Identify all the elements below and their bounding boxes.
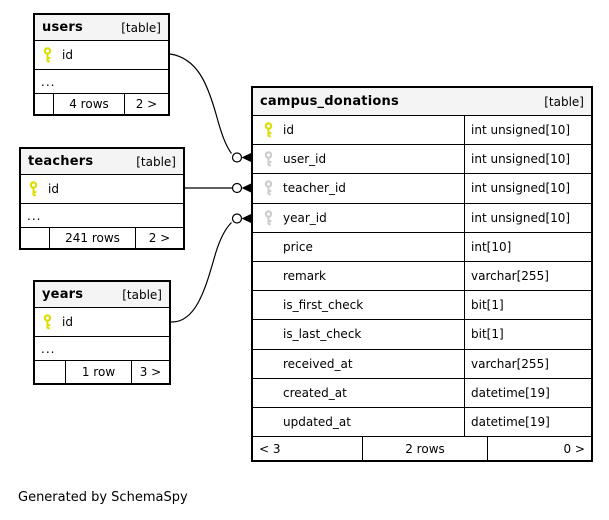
column-type: int unsigned[10] — [464, 174, 591, 203]
key-spacer — [263, 414, 274, 430]
column-type: bit[1] — [464, 320, 591, 349]
table-campus-donations-header[interactable]: campus_donations [table] — [253, 88, 591, 116]
column-row-id: id — [21, 175, 183, 203]
column-name: updated_at — [283, 414, 351, 429]
column-name: id — [48, 182, 59, 196]
column-type: varchar[255] — [464, 261, 591, 291]
outgoing-relations-count: 0 > — [487, 437, 591, 461]
table-footer: 241 rows 2 > — [21, 227, 183, 248]
table-title: teachers — [28, 154, 94, 169]
zero-or-one-dot-icon — [231, 182, 243, 194]
related-count: 3 > — [131, 361, 169, 383]
table-type-tag: [table] — [136, 154, 176, 169]
column-type: bit[1] — [464, 291, 591, 320]
more-columns-indicator: ... — [35, 336, 169, 360]
table-users[interactable]: users [table] id ... 4 rows 2 > — [33, 13, 170, 116]
primary-key-icon — [42, 314, 53, 330]
table-footer: < 3 2 rows 0 > — [253, 436, 591, 461]
column-name: price — [283, 239, 313, 254]
table-type-tag: [table] — [121, 20, 161, 35]
column-type: int unsigned[10] — [464, 203, 591, 232]
table-title: users — [42, 20, 83, 35]
column-name: received_at — [283, 356, 353, 371]
column-type: int unsigned[10] — [464, 116, 591, 145]
column-name: id — [62, 48, 73, 62]
table-footer: 1 row 3 > — [35, 360, 169, 383]
incoming-relations-count: < 3 — [259, 441, 281, 456]
row-count: 4 rows — [53, 94, 124, 114]
column-row-received-at: received_at varchar[255] — [253, 349, 591, 379]
column-row-updated-at: updated_at datetime[19] — [253, 407, 591, 437]
primary-key-icon — [28, 181, 39, 197]
column-type: varchar[255] — [464, 349, 591, 378]
column-name: user_id — [283, 152, 327, 167]
table-type-tag: [table] — [122, 287, 162, 302]
zero-or-one-dot-icon — [231, 213, 243, 224]
table-years-header[interactable]: years [table] — [35, 282, 169, 308]
more-columns-indicator: ... — [35, 69, 168, 93]
primary-key-icon — [42, 47, 53, 63]
relationship-users-user-id — [169, 53, 251, 163]
key-spacer — [263, 326, 274, 342]
column-row-is-last-check: is_last_check bit[1] — [253, 320, 591, 350]
column-name: id — [62, 315, 73, 329]
column-row-year-id: year_id int unsigned[10] — [253, 203, 591, 233]
column-row-id: id — [35, 308, 169, 336]
key-spacer — [263, 356, 274, 372]
related-count: 2 > — [124, 94, 168, 114]
row-count: 2 rows — [362, 437, 487, 461]
table-years[interactable]: years [table] id ... 1 row 3 > — [33, 280, 171, 385]
column-row-teacher-id: teacher_id int unsigned[10] — [253, 174, 591, 204]
key-spacer — [263, 297, 274, 313]
column-row-price: price int[10] — [253, 232, 591, 262]
column-name: remark — [283, 269, 326, 284]
generated-by-note: Generated by SchemaSpy — [18, 490, 188, 505]
column-row-id: id int unsigned[10] — [253, 116, 591, 146]
arrowhead-icon — [241, 183, 251, 193]
column-row-remark: remark varchar[255] — [253, 261, 591, 292]
key-spacer — [263, 239, 274, 255]
column-name: year_id — [283, 210, 327, 225]
zero-or-one-dot-icon — [231, 152, 243, 163]
column-row-is-first-check: is_first_check bit[1] — [253, 291, 591, 321]
key-spacer — [263, 385, 274, 401]
row-count: 241 rows — [49, 228, 135, 248]
table-type-tag: [table] — [544, 94, 584, 109]
key-spacer — [263, 268, 274, 284]
foreign-key-icon — [263, 151, 274, 167]
table-users-header[interactable]: users [table] — [35, 15, 168, 41]
table-title: years — [42, 287, 84, 302]
footer-spacer — [21, 228, 49, 248]
column-type: int[10] — [464, 232, 591, 261]
column-row-created-at: created_at datetime[19] — [253, 378, 591, 408]
table-campus-donations[interactable]: campus_donations [table] id int unsigned… — [251, 86, 593, 462]
row-count: 1 row — [65, 361, 131, 383]
column-name: is_first_check — [283, 298, 364, 313]
column-type: datetime[19] — [464, 378, 591, 407]
arrowhead-icon — [241, 153, 251, 162]
related-count: 2 > — [135, 228, 183, 248]
column-name: is_last_check — [283, 327, 362, 342]
table-title: campus_donations — [260, 94, 399, 109]
footer-spacer — [35, 361, 65, 383]
arrowhead-icon — [241, 214, 251, 223]
column-name: teacher_id — [283, 181, 346, 196]
column-name: created_at — [283, 385, 347, 400]
column-name: id — [283, 123, 294, 138]
table-teachers-header[interactable]: teachers [table] — [21, 149, 183, 175]
relationship-teachers-teacher-id — [185, 182, 251, 194]
more-columns-indicator: ... — [21, 203, 183, 227]
foreign-key-icon — [263, 209, 274, 226]
foreign-key-icon — [263, 180, 274, 196]
table-footer: 4 rows 2 > — [35, 93, 168, 114]
table-teachers[interactable]: teachers [table] id ... 241 rows 2 > — [19, 147, 185, 250]
column-type: datetime[19] — [464, 407, 591, 437]
column-type: int unsigned[10] — [464, 145, 591, 174]
footer-spacer — [35, 94, 53, 114]
column-row-id: id — [35, 41, 168, 69]
column-row-user-id: user_id int unsigned[10] — [253, 145, 591, 175]
primary-key-icon — [263, 122, 274, 138]
